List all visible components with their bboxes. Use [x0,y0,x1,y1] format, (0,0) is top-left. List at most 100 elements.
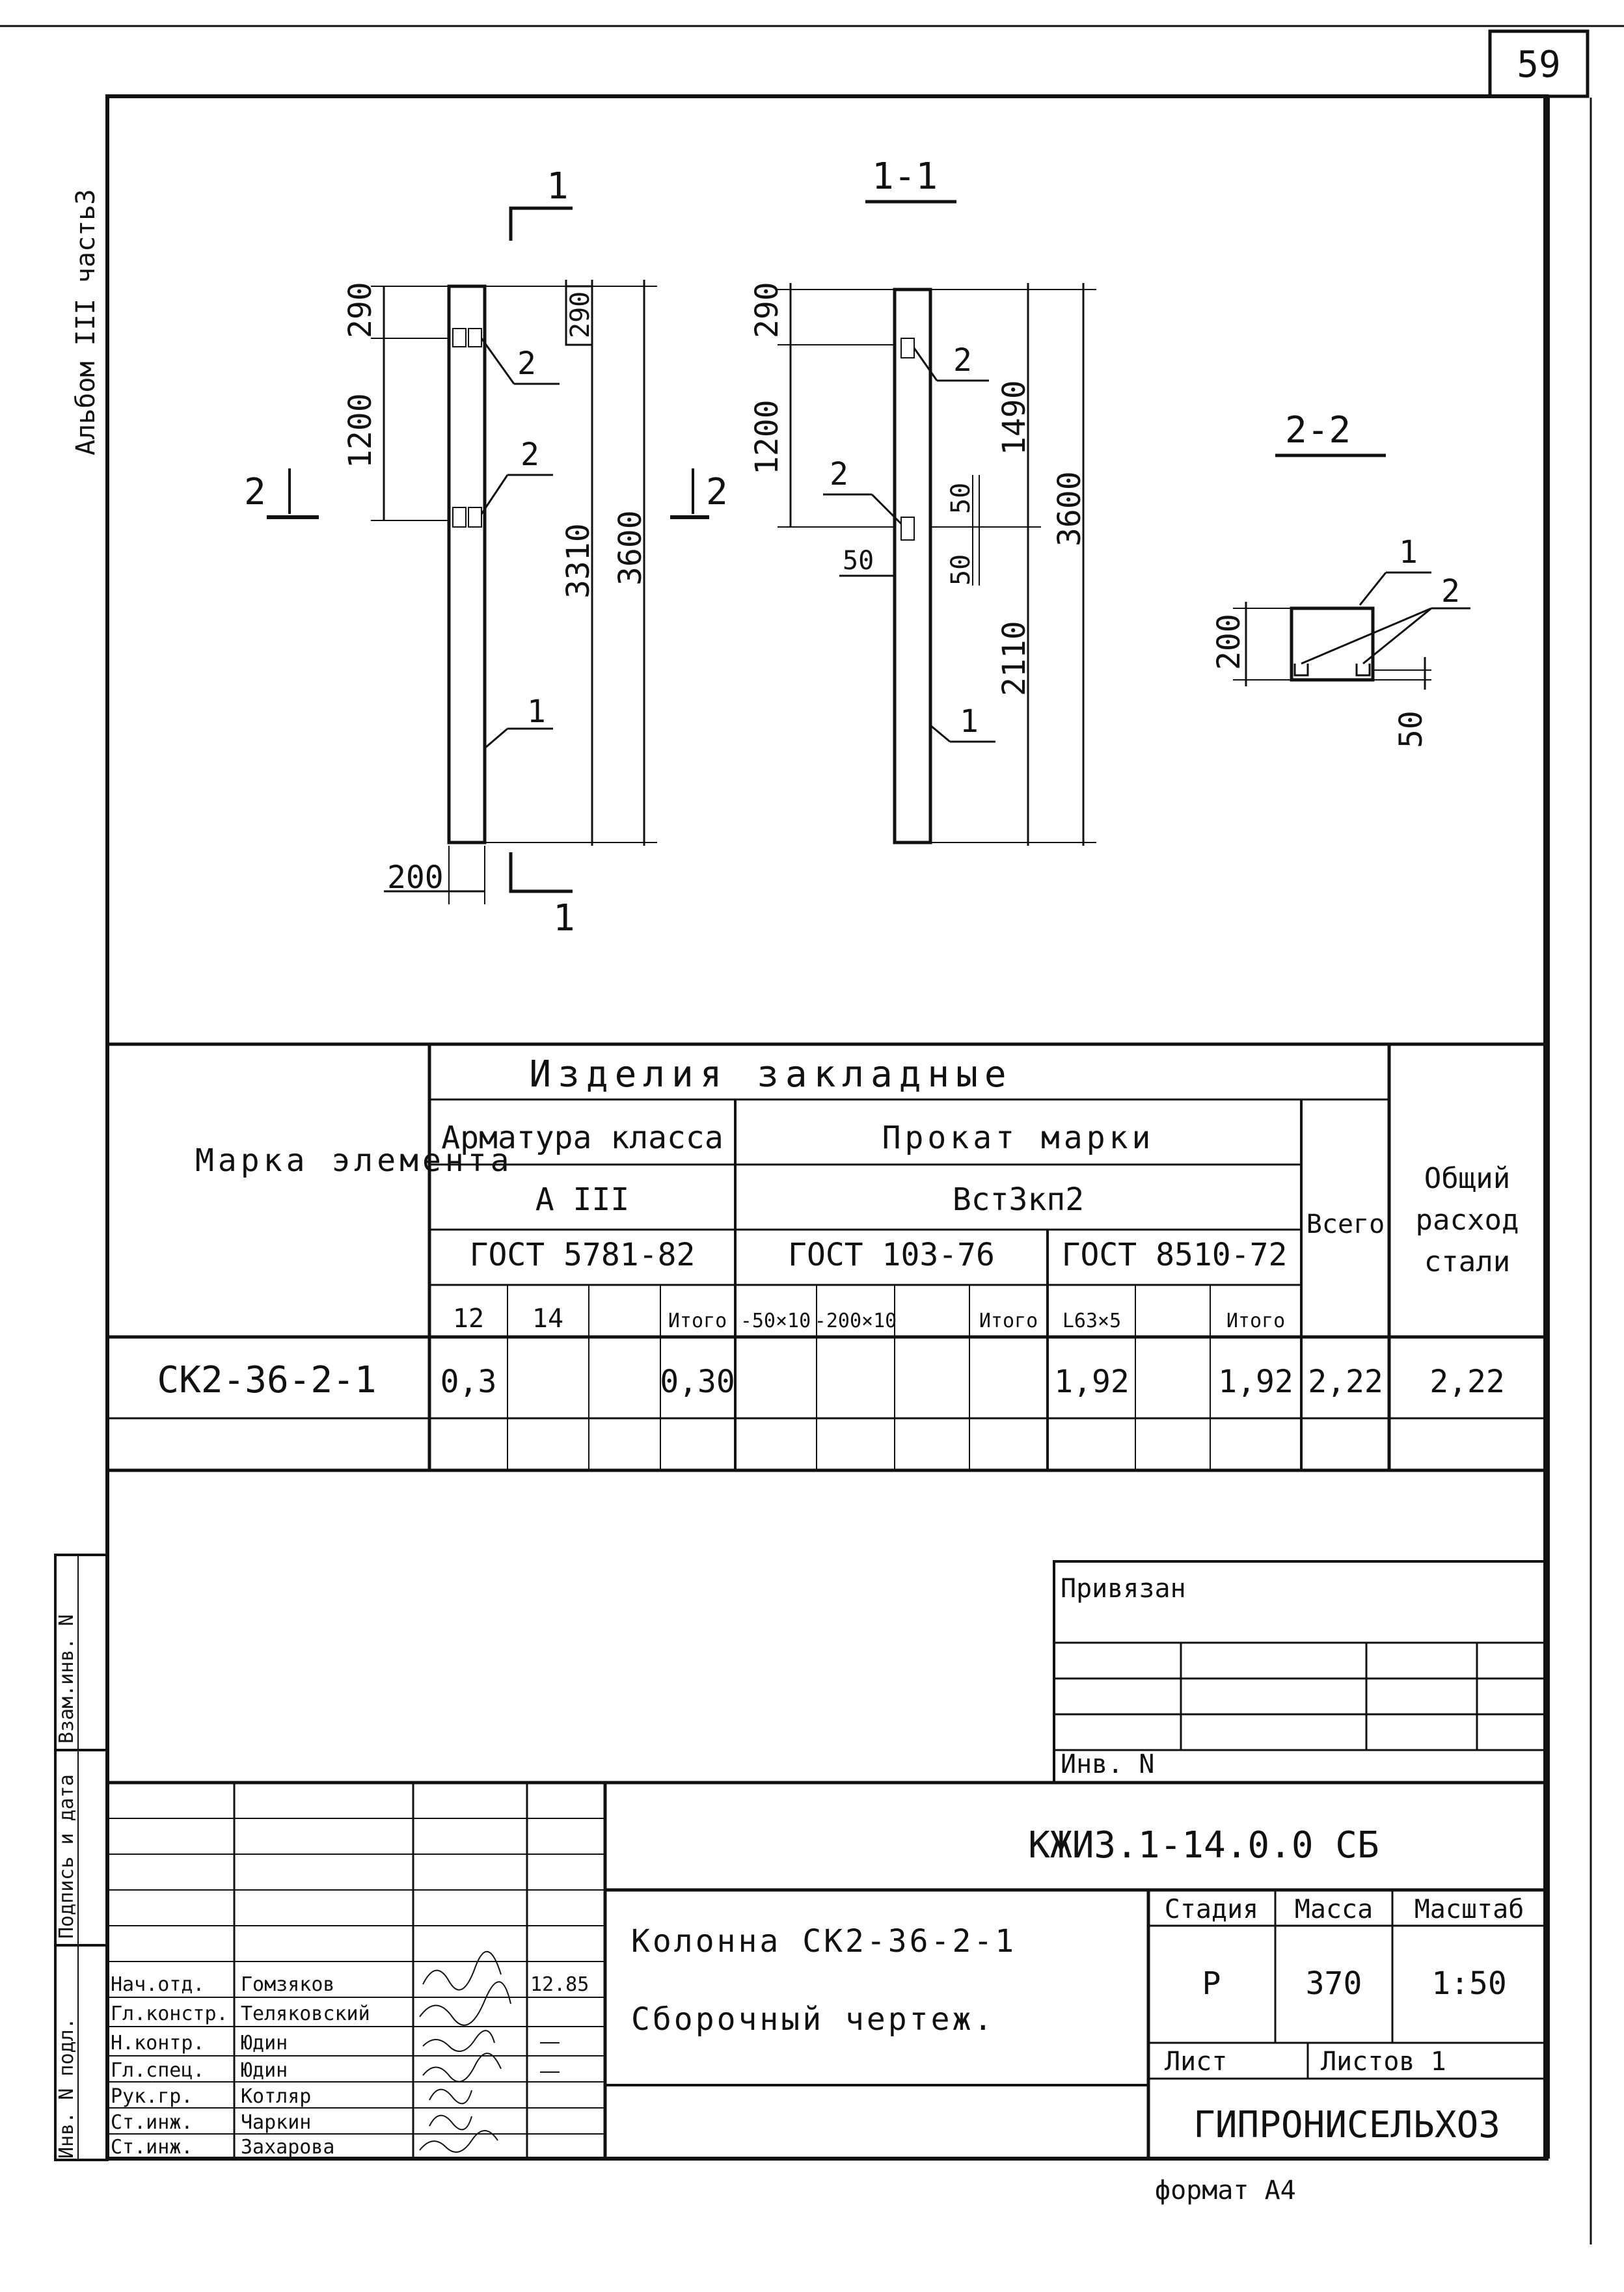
row-cell-total-rebar: 0,30 [660,1364,735,1400]
page-number: 59 [1517,44,1560,86]
stamp-sign-label: Подпись и дата [55,1774,78,1939]
role-4: Рук.гр. [111,2085,193,2108]
cut-mark-right: 2 [706,471,728,513]
front-label-2b: 2 [521,437,539,473]
row-total: 2,22 [1308,1364,1383,1400]
section-1-1-title: 1-1 [872,155,938,198]
stamp-inv-label: Инв. N подл. [55,2017,78,2159]
title-block: Нач.отд. Гомзяков 12.85 Гл.констр. Теляк… [107,1781,1547,2159]
rebar-class: А III [535,1181,630,1218]
role-2: Н.контр. [111,2032,205,2055]
header-rebar: Арматура класса [441,1120,723,1156]
subcol-l63x5: L63×5 [1062,1310,1121,1332]
subcol-12: 12 [453,1304,484,1334]
album-label: Альбом III часть3 [71,189,101,455]
mass-label: Масса [1295,1894,1373,1924]
front-dim-290: 290 [342,282,379,338]
scale-label: Масштаб [1414,1894,1524,1924]
section-1-1: 1-1 290 1200 50 50 50 1490 2110 3600 2 2 [749,155,1096,846]
front-dim-3310: 3310 [560,523,597,599]
sec-dim-50-left: 50 [843,546,874,576]
sec-dim-290: 290 [749,282,785,338]
rolled-grade: Вст3кп2 [953,1181,1084,1218]
section-2-2: 2-2 1 2 200 50 [1211,409,1470,748]
sec22-label-1: 1 [1399,534,1418,571]
sec-label-1: 1 [960,703,979,740]
signature-scribbles [419,1951,560,2153]
name-6: Захарова [241,2136,335,2159]
role-3: Гл.спец. [111,2059,205,2082]
front-dim-3600: 3600 [612,510,649,586]
sec-dim-50-mid: 50 [946,554,976,586]
front-label-1: 1 [527,694,546,730]
name-0: Гомзяков [241,1973,335,1996]
name-3: Юдин [241,2059,288,2082]
name-5: Чаркин [241,2111,311,2134]
column-section [893,288,932,844]
front-dim-1200: 1200 [342,393,379,468]
row-cell-l63x5: 1,92 [1054,1364,1130,1400]
cross-section [1290,606,1375,682]
mass-value: 370 [1306,1965,1362,2002]
stage-label: Стадия [1165,1894,1259,1924]
front-section-mark-top: 1 [547,165,569,208]
stage-value: Р [1202,1965,1221,2002]
subcol-50x10: -50×10 [740,1310,811,1332]
title-line-1: Колонна СК2-36-2-1 [631,1923,1016,1960]
sec-dim-50-top: 50 [946,483,976,514]
row-mark: СК2-36-2-1 [157,1359,376,1401]
binding-title: Привязан [1061,1574,1186,1604]
name-4: Котляр [241,2085,311,2108]
rebar-gost: ГОСТ 5781-82 [470,1237,696,1273]
column-front [447,284,487,844]
subcol-200x10: -200×10 [815,1310,897,1332]
row-cell-total-8510: 1,92 [1218,1364,1293,1400]
sheets-label: Листов 1 [1321,2047,1446,2077]
sec-label-2b: 2 [830,456,848,492]
gost-8510: ГОСТ 8510-72 [1062,1237,1288,1273]
front-dim-290-right: 290 [565,291,595,338]
subcol-14: 14 [532,1304,563,1334]
subcol-total-gost103: Итого [979,1310,1038,1332]
row-overall: 2,22 [1429,1364,1505,1400]
header-overall: Общий расход стали [1415,1162,1519,1278]
name-2: Юдин [241,2032,288,2055]
scale-value: 1:50 [1431,1965,1507,2002]
subcol-total-rebar: Итого [668,1310,727,1332]
sec22-label-2: 2 [1441,573,1460,610]
sheet-label: Лист [1165,2047,1227,2077]
sec-dim-3600: 3600 [1051,471,1088,546]
section-2-2-title: 2-2 [1285,409,1351,452]
left-stamp-strip: Инв. N подл. Подпись и дата Взам.инв. N [54,1554,109,2161]
gost-103: ГОСТ 103-76 [788,1237,995,1273]
binding-block: Привязан Инв. N [1053,1560,1548,1784]
date-0: 12.85 [530,1973,589,1996]
role-5: Ст.инж. [111,2111,193,2134]
front-section-mark-bottom: 1 [553,897,575,939]
format-label: формат А4 [1155,2176,1296,2205]
subcol-total-gost8510: Итого [1226,1310,1285,1332]
sec-label-2a: 2 [953,342,972,379]
doc-code: КЖИ3.1-14.0.0 СБ [1028,1824,1379,1867]
cut-mark-left: 2 [244,471,266,513]
sec-dim-1490: 1490 [996,380,1033,455]
name-1: Теляковский [241,2002,370,2025]
front-width-200: 200 [387,859,444,896]
row-cell-12: 0,3 [440,1364,497,1400]
spec-table: Изделия закладные Марка элемента Арматур… [107,1042,1547,1472]
stamp-replace-label: Взам.инв. N [55,1614,78,1744]
header-rolled: Прокат марки [882,1120,1155,1156]
sec22-dim-200: 200 [1211,613,1247,670]
sec-dim-2110: 2110 [996,621,1033,696]
role-0: Нач.отд. [111,1973,205,1996]
role-6: Ст.инж. [111,2136,193,2159]
title-line-2: Сборочный чертеж. [631,2001,995,2038]
role-1: Гл.констр. [111,2002,228,2025]
sec-dim-1200: 1200 [749,399,785,475]
organization: ГИПРОНИСЕЛЬХОЗ [1193,2104,1500,2146]
binding-inv: Инв. N [1061,1749,1155,1779]
sec22-dim-50: 50 [1393,710,1429,748]
front-label-2a: 2 [517,345,536,382]
header-total: Всего [1306,1209,1385,1239]
